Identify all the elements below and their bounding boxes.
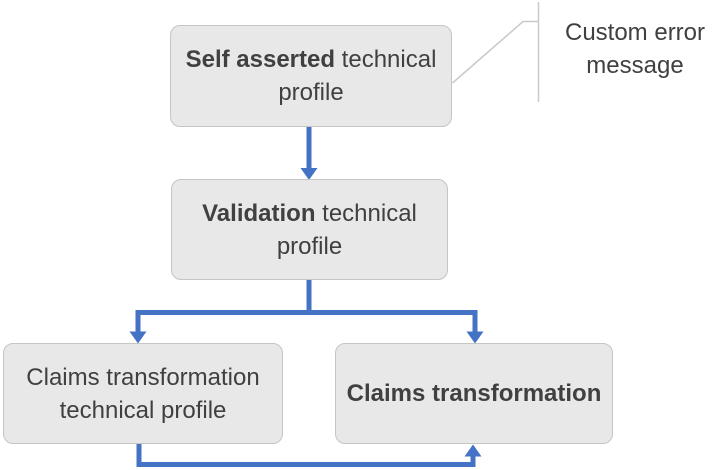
node-label-rest: Claims transformation technical profile <box>26 363 260 424</box>
node-label-bold: Self asserted <box>185 46 336 73</box>
arrowhead-up-icon <box>464 444 482 457</box>
connector-self-asserted-to-validation <box>300 127 318 180</box>
connector-validation-branch <box>129 280 484 344</box>
node-label-bold: Claims transformation <box>346 380 602 407</box>
arrowhead-down-icon <box>300 168 318 180</box>
arrowhead-down-icon <box>466 331 484 344</box>
node-label: Claims transformation technical profile <box>16 361 270 427</box>
arrowhead-down-icon <box>129 331 147 344</box>
node-self-asserted-technical-profile: Self asserted technical profile <box>170 25 452 127</box>
node-validation-technical-profile: Validation technical profile <box>171 179 448 280</box>
node-label: Claims transformation <box>347 377 602 410</box>
node-label-rest: technical profile <box>276 199 417 260</box>
node-claims-transformation: Claims transformation <box>335 343 613 444</box>
node-claims-transformation-technical-profile: Claims transformation technical profile <box>3 343 283 444</box>
callout-leader-line <box>452 2 540 102</box>
node-label-bold: Validation <box>202 199 316 227</box>
node-label: Self asserted technical profile <box>184 43 438 109</box>
callout-custom-error-message: Custom error message <box>564 19 706 79</box>
node-label-rest: technical profile <box>278 46 437 106</box>
node-label: Validation technical profile <box>183 197 437 263</box>
connector-claims-tp-to-claims-transformation <box>136 444 482 467</box>
